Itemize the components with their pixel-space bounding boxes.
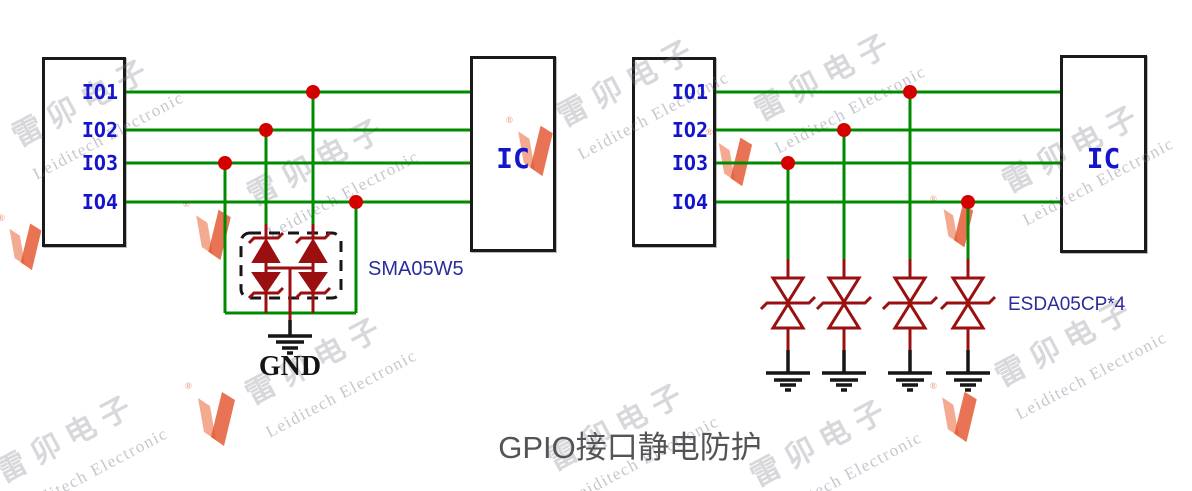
ground-symbols-right [766, 350, 990, 392]
left-pin-io4: IO4 [81, 190, 118, 214]
left-pin-io1: IO1 [81, 80, 118, 104]
tvs-diodes-right [759, 259, 997, 350]
gnd-label: GND [258, 351, 322, 382]
right-ic-label: IC [1086, 142, 1121, 175]
right-connector-box [632, 57, 716, 247]
ground-symbol-left [268, 320, 312, 355]
left-connector-box [42, 57, 126, 247]
right-pin-io1: IO1 [671, 80, 708, 104]
junction-dots [218, 85, 975, 209]
tvs-array-left [247, 224, 332, 320]
right-pin-io2: IO2 [671, 118, 708, 142]
right-pin-io3: IO3 [671, 151, 708, 175]
left-ic-label: IC [496, 142, 530, 175]
right-pin-io4: IO4 [671, 190, 708, 214]
page-title: GPIO接口静电防护 [498, 430, 762, 465]
right-ic-box [1060, 55, 1147, 253]
left-pin-io2: IO2 [81, 118, 118, 142]
right-circuit-wires [716, 90, 1060, 259]
left-pin-io3: IO3 [81, 151, 118, 175]
right-device-label: ESDA05CP*4 [1008, 294, 1126, 315]
left-device-label: SMA05W5 [368, 258, 464, 280]
